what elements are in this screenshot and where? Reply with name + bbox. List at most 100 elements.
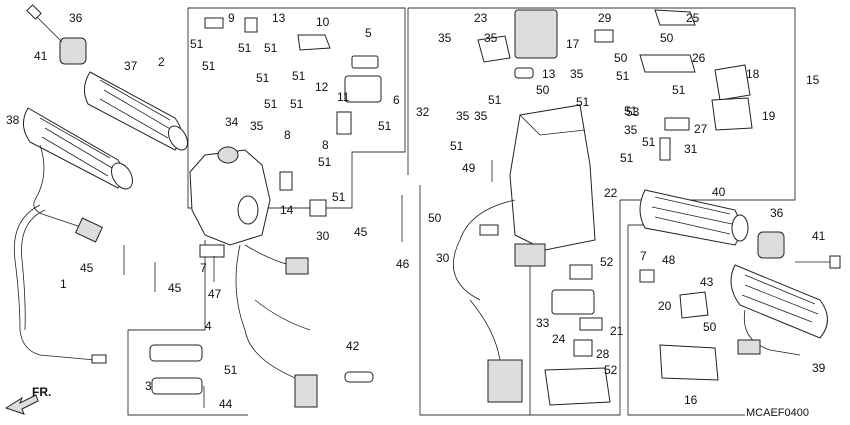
callout-50: 50 <box>614 51 628 65</box>
callout-36-2: 36 <box>770 206 784 220</box>
callout-7: 7 <box>200 261 207 275</box>
callout-47: 47 <box>208 287 222 301</box>
callout-50-5: 50 <box>660 31 674 45</box>
callout-22: 22 <box>604 186 618 200</box>
callout-1: 1 <box>60 277 67 291</box>
callout-12: 12 <box>315 80 329 94</box>
callout-4: 4 <box>205 319 212 333</box>
callout-19: 19 <box>762 109 776 123</box>
callout-35-6: 35 <box>624 123 638 137</box>
callout-36: 36 <box>69 11 83 25</box>
callout-52: 52 <box>600 255 614 269</box>
callout-45-2: 45 <box>168 281 182 295</box>
right-grip-heater <box>730 264 828 356</box>
callout-29: 29 <box>598 11 612 25</box>
callout-7-2: 7 <box>640 249 647 263</box>
right-small-parts <box>477 9 753 161</box>
right-switch-housing <box>452 9 596 403</box>
callout-35-5: 35 <box>570 67 584 81</box>
callout-14: 14 <box>280 203 294 217</box>
callout-13: 13 <box>272 11 286 25</box>
callout-51-17: 51 <box>672 83 686 97</box>
callout-51-6: 51 <box>290 97 304 111</box>
callout-18: 18 <box>746 67 760 81</box>
callout-37: 37 <box>124 59 138 73</box>
callout-23: 23 <box>474 11 488 25</box>
callout-27: 27 <box>694 122 708 136</box>
callout-41-2: 41 <box>812 229 826 243</box>
right-bar-end-weight <box>757 231 841 269</box>
callout-2: 2 <box>158 55 165 69</box>
callout-51-10: 51 <box>332 190 346 204</box>
left-grip-rubber <box>84 71 188 151</box>
callout-15: 15 <box>806 73 820 87</box>
callout-51-19: 51 <box>224 363 238 377</box>
callout-31: 31 <box>684 142 698 156</box>
callout-40: 40 <box>712 185 726 199</box>
callout-51-20: 51 <box>642 135 656 149</box>
callout-21: 21 <box>610 324 624 338</box>
callout-41: 41 <box>34 49 48 63</box>
callout-8-2: 8 <box>284 128 291 142</box>
callout-51-13: 51 <box>450 139 464 153</box>
left-grip-heater <box>23 107 133 243</box>
callout-6: 6 <box>393 93 400 107</box>
callout-35-3: 35 <box>474 109 488 123</box>
callout-50-3: 50 <box>536 83 550 97</box>
callout-13-2: 13 <box>542 67 556 81</box>
callout-11: 11 <box>337 90 350 104</box>
callout-8: 8 <box>322 138 329 152</box>
callout-51-14: 51 <box>576 95 590 109</box>
reference-code: MCAEF0400 <box>746 407 809 419</box>
front-direction-arrow: FR. <box>4 385 51 415</box>
callout-38: 38 <box>6 113 20 127</box>
callout-3: 3 <box>145 379 152 393</box>
callout-35-4: 35 <box>250 119 264 133</box>
callout-51: 51 <box>190 37 204 51</box>
callout-35-2: 35 <box>484 31 498 45</box>
right-grip-rubber <box>639 189 749 246</box>
callout-24: 24 <box>552 332 566 346</box>
callout-35-7: 35 <box>456 109 470 123</box>
callout-48: 48 <box>662 253 676 267</box>
callout-25: 25 <box>686 11 700 25</box>
callout-9: 9 <box>228 11 235 25</box>
callout-42: 42 <box>346 339 360 353</box>
callout-51-3: 51 <box>238 41 252 55</box>
callout-5: 5 <box>365 26 372 40</box>
callout-51-9: 51 <box>318 155 332 169</box>
callout-50-4: 50 <box>703 320 717 334</box>
left-small-parts <box>199 17 382 383</box>
callout-20: 20 <box>658 299 672 313</box>
callout-51-4: 51 <box>256 71 270 85</box>
callout-51-5: 51 <box>264 97 278 111</box>
callout-26: 26 <box>692 51 706 65</box>
callout-10: 10 <box>316 15 330 29</box>
callout-16: 16 <box>684 393 698 407</box>
callout-51-18: 51 <box>616 69 630 83</box>
callout-34: 34 <box>225 115 239 129</box>
callout-51-11: 51 <box>378 119 392 133</box>
callout-51-16: 51 <box>624 104 638 118</box>
callout-30-2: 30 <box>436 251 450 265</box>
callout-51-8: 51 <box>264 41 278 55</box>
left-bar-end-weight <box>26 4 87 65</box>
callout-51-15: 51 <box>620 151 634 165</box>
throttle-cable <box>13 204 107 364</box>
callout-51-12: 51 <box>488 93 502 107</box>
callout-49: 49 <box>462 161 476 175</box>
callout-51-2: 51 <box>202 59 216 73</box>
right-lower-switch <box>544 264 611 406</box>
callout-30: 30 <box>316 229 330 243</box>
direction-label: FR. <box>32 385 51 399</box>
callout-39: 39 <box>812 361 826 375</box>
callout-53: 53 <box>626 105 640 119</box>
callout-44: 44 <box>219 397 233 411</box>
callout-28: 28 <box>596 347 610 361</box>
callout-45-3: 45 <box>354 225 368 239</box>
callout-46: 46 <box>396 257 410 271</box>
callout-50-2: 50 <box>428 211 442 225</box>
callout-43: 43 <box>700 275 714 289</box>
